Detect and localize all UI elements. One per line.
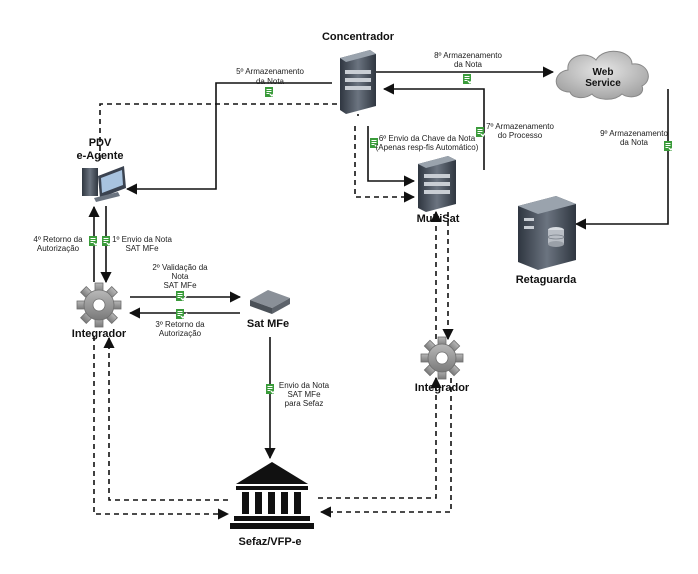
step9-label-line1: 9º Armazenamento — [600, 129, 668, 138]
dashed-integrador-to-sefaz — [93, 336, 230, 520]
integrador-left-gear-icon — [76, 282, 122, 328]
integrador-right-gear-icon — [420, 336, 464, 380]
multisat-server-icon — [418, 156, 456, 212]
step3-document-icon — [175, 308, 188, 320]
step3-label-line2: Autorização — [159, 329, 202, 338]
step7-label-line2: do Processo — [498, 131, 543, 140]
dashed-sefaz-to-integrador — [103, 336, 228, 501]
web-service-cloud-icon — [555, 50, 649, 100]
step5-document-icon — [264, 86, 277, 98]
step9-label-line2: da Nota — [620, 138, 649, 147]
step1-label-line2: SAT MFe — [125, 244, 159, 253]
arrow-multisat-to-concentrador — [382, 83, 485, 170]
step2-label-line3: SAT MFe — [163, 281, 197, 290]
concentrador-server-icon — [340, 50, 376, 114]
step8-document-icon — [462, 73, 475, 85]
arrow-concentrador-to-pdv — [125, 82, 332, 195]
step4-label-line1: 4º Retorno da — [33, 235, 83, 244]
pdv-computer-icon — [82, 166, 126, 202]
step6-label-line2: (Apenas resp-fis Automático) — [376, 143, 479, 152]
dashed-sefaz-to-integrador-right — [318, 376, 442, 499]
step2-label-line1: 2º Validação da — [152, 263, 208, 272]
step8-label-line2: da Nota — [454, 60, 483, 69]
dashed-pdv-to-concentrador — [99, 103, 359, 160]
pdv-label-line2: e-Agente — [76, 150, 123, 162]
sefaz-building-icon — [230, 462, 314, 529]
dashed-integrador-right-to-sefaz — [319, 378, 452, 518]
concentrador-label: Concentrador — [322, 31, 395, 43]
step-sefaz-label-line2: SAT MFe — [287, 390, 321, 399]
step-sefaz-label-line3: para Sefaz — [285, 399, 324, 408]
step-sefaz-document-icon — [265, 383, 278, 395]
step5-label-line1: 5º Armazenamento — [236, 67, 304, 76]
step5-label-line2: da Nota — [256, 77, 285, 86]
arrow-concentrador-to-multisat — [367, 126, 416, 187]
dashed-concentrador-to-multisat — [354, 126, 416, 203]
step2-document-icon — [175, 290, 188, 302]
step2-label-line2: Nota — [172, 272, 189, 281]
sefaz-label: Sefaz/VFP-e — [239, 536, 302, 548]
step1-label-line1: 1º Envio da Nota — [112, 235, 172, 244]
step4-label-line2: Autorização — [37, 244, 80, 253]
arrow-webservice-to-retaguarda — [574, 89, 669, 230]
step7-label-line1: 7º Armazenamento — [486, 122, 554, 131]
integrador-left-label: Integrador — [72, 328, 127, 340]
step6-label-line1: 6º Envio da Chave da Nota — [379, 134, 476, 143]
web-service-label-line2: Service — [585, 78, 621, 89]
step4-document-icon — [88, 235, 101, 247]
retaguarda-server-icon — [518, 196, 576, 270]
step8-label-line1: 8º Armazenamento — [434, 51, 502, 60]
step3-label-line1: 3º Retorno da — [155, 320, 205, 329]
step9-document-icon — [663, 140, 676, 152]
multisat-label: MultiSat — [417, 213, 460, 225]
sat-mfe-label: Sat MFe — [247, 318, 289, 330]
integrador-right-label: Integrador — [415, 382, 470, 394]
sat-mfe-device-icon — [250, 290, 290, 314]
retaguarda-label: Retaguarda — [516, 274, 577, 286]
step-sefaz-label-line1: Envio da Nota — [279, 381, 330, 390]
web-service-label-line1: Web — [593, 67, 614, 78]
pdv-label-line1: PDV — [89, 137, 112, 149]
